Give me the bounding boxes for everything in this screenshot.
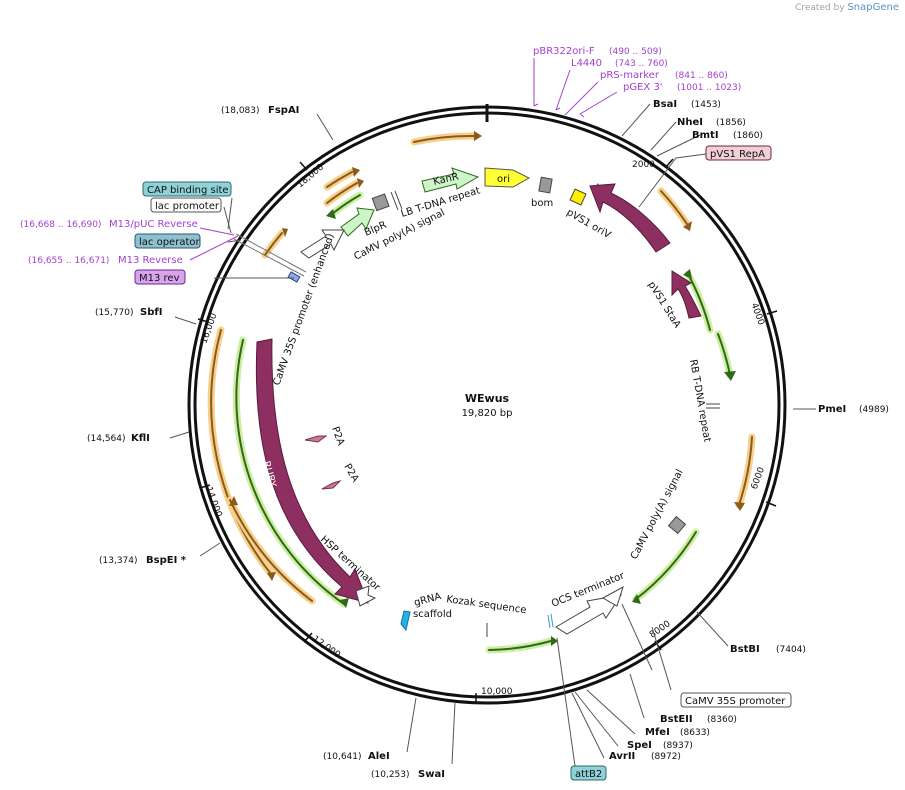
- site-pos-bstbi: (7404): [776, 645, 806, 655]
- box-label-attb2: attB2: [575, 769, 602, 780]
- site-alei: AleI: [368, 751, 390, 762]
- primer-label-prs-marker: pRS-marker: [600, 70, 660, 81]
- primer-label-pbr322ori-f: pBR322ori-F: [533, 46, 595, 57]
- box-label-lac-promoter: lac promoter: [155, 201, 220, 212]
- site-pos-avrii: (8972): [651, 752, 681, 762]
- box-label-lac-operator: lac operator: [139, 237, 200, 248]
- site-avrii: AvrII: [609, 751, 635, 762]
- plasmid-name: WEwus: [465, 392, 510, 405]
- site-nhei: NheI: [677, 117, 703, 128]
- box-lac-promoter: lac promoter: [150, 197, 222, 213]
- primer-label-m13-reverse: M13 Reverse: [118, 255, 183, 266]
- box-label-pvs1-repa: pVS1 RepA: [710, 149, 765, 160]
- primer-pos-prs-marker: (841 .. 860): [675, 71, 728, 81]
- box-label-cap: CAP binding site: [147, 185, 229, 196]
- tick-label-4000: 4000: [748, 302, 765, 327]
- feature-label-p2a-1: P2A: [329, 425, 346, 447]
- feature-label-bom: bom: [531, 198, 553, 209]
- site-pos-pmei: (4989): [859, 405, 889, 415]
- primer-pos-m13-reverse: (16,655 .. 16,671): [28, 256, 109, 266]
- primer-leaders: [189, 58, 618, 261]
- box-camv35s-promoter: CaMV 35S promoter: [680, 692, 792, 708]
- box-lac-operator: lac operator: [134, 233, 201, 249]
- primer-pos-l4440: (743 .. 760): [615, 59, 668, 69]
- site-pos-alei: (10,641): [323, 752, 362, 762]
- site-pos-fspai: (18,083): [221, 106, 260, 116]
- box-m13-rev: M13 rev: [134, 269, 186, 285]
- snapgene-credit: Created by SnapGene: [795, 2, 899, 13]
- tick-marks: [197, 158, 778, 704]
- site-pmei: PmeI: [818, 404, 846, 415]
- feature-label-camv35s-enhanced: CaMV 35S promoter (enhanced): [271, 232, 336, 387]
- leader-lines: [169, 103, 816, 767]
- site-bsai: BsaI: [653, 99, 677, 110]
- feature-label-p2a-2: P2A: [341, 462, 360, 484]
- site-pos-bsteii: (8360): [707, 715, 737, 725]
- site-fspai: FspAI: [268, 105, 299, 116]
- site-bspei: BspEI *: [146, 555, 187, 566]
- feature-label-pvs1-oriv: pVS1 oriV: [565, 207, 613, 241]
- site-pos-swai: (10,253): [371, 770, 410, 780]
- primer-label-m13-puc-reverse: M13/pUC Reverse: [109, 219, 198, 230]
- site-sbfi: SbfI: [140, 307, 162, 318]
- primer-label-pgex3: pGEX 3': [623, 82, 663, 93]
- site-pos-sbfi: (15,770): [95, 308, 134, 318]
- site-mfei: MfeI: [645, 727, 670, 738]
- site-pos-kfli: (14,564): [87, 434, 126, 444]
- credit-prefix: Created by: [795, 3, 845, 13]
- site-pos-nhei: (1856): [716, 118, 746, 128]
- tick-label-6000: 6000: [750, 466, 767, 491]
- site-pos-bmti: (1860): [733, 131, 763, 141]
- tick-label-10000: 10,000: [481, 687, 513, 697]
- site-pos-bsai: (1453): [691, 100, 721, 110]
- feature-label-ori: ori: [497, 174, 510, 185]
- site-pos-mfei: (8633): [680, 728, 710, 738]
- credit-brand: SnapGene: [847, 2, 899, 13]
- site-kfli: KflI: [131, 433, 150, 444]
- plasmid-size: 19,820 bp: [462, 408, 513, 419]
- tick-label-8000: 8000: [648, 619, 673, 640]
- box-pvs1-repa: pVS1 RepA: [705, 145, 772, 161]
- feature-shapes: [233, 167, 720, 637]
- primer-pos-pbr322ori-f: (490 .. 509): [609, 47, 662, 57]
- feature-label-grna-scaffold-1: gRNA: [413, 591, 443, 609]
- box-attb2: attB2: [570, 765, 607, 781]
- site-bmti: BmtI: [692, 130, 719, 141]
- site-spei: SpeI: [627, 740, 652, 751]
- feature-label-grna-scaffold-2: scaffold: [413, 609, 452, 620]
- feature-label-kozak: Kozak sequence: [446, 594, 527, 616]
- primer-label-l4440: L4440: [571, 58, 602, 69]
- primer-pos-pgex3: (1001 .. 1023): [677, 83, 741, 93]
- primer-pos-m13-puc-reverse: (16,668 .. 16,690): [20, 220, 101, 230]
- feature-label-rb-repeat: RB T-DNA repeat: [687, 359, 712, 443]
- feature-label-camv-polya-2: CaMV poly(A) signal: [629, 468, 686, 562]
- site-pos-bspei: (13,374): [99, 556, 138, 566]
- box-label-camv35s-promoter: CaMV 35S promoter: [685, 696, 786, 707]
- site-swai: SwaI: [418, 769, 445, 780]
- site-pos-spei: (8937): [663, 741, 693, 751]
- tick-label-2000: 2000: [632, 160, 655, 170]
- site-bsteii: BstEII: [660, 714, 693, 725]
- box-cap-binding-site: CAP binding site: [142, 181, 232, 197]
- box-label-m13-rev: M13 rev: [139, 273, 180, 284]
- site-bstbi: BstBI: [730, 644, 760, 655]
